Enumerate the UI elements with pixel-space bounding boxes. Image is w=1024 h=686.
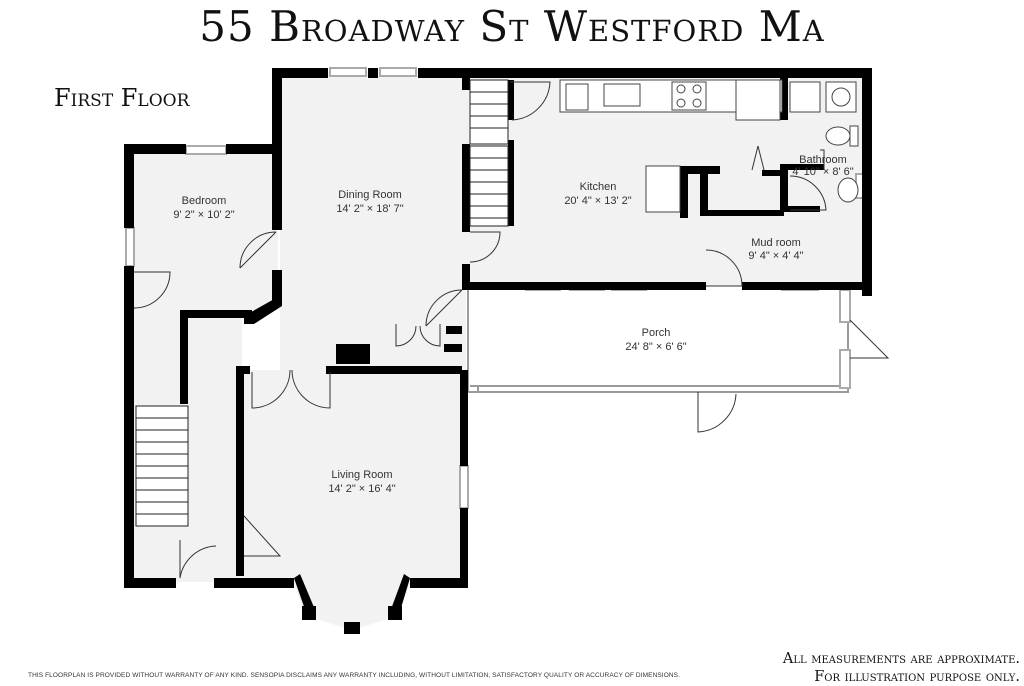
fridge bbox=[735, 79, 781, 121]
measurement-note-line1: All measurements are approximate. bbox=[782, 651, 1020, 667]
measurement-note-line2: For illustration purpose only. bbox=[814, 669, 1020, 685]
stairs-kitchen-lower bbox=[469, 145, 509, 227]
kitchen-dims: 20' 4" × 13' 2" bbox=[564, 195, 631, 207]
dishwasher bbox=[565, 83, 589, 111]
fixtures bbox=[559, 79, 859, 213]
room-labels: Bedroom 9' 2" × 10' 2" Dining Room 14' 2… bbox=[173, 154, 853, 495]
measurement-note: All measurements are approximate. For il… bbox=[783, 650, 1020, 686]
living-floor bbox=[242, 370, 464, 580]
porch-name: Porch bbox=[642, 327, 671, 339]
doors bbox=[133, 81, 890, 579]
bedroom-floor bbox=[130, 150, 278, 310]
porch-outline bbox=[467, 290, 849, 393]
floor-fills bbox=[130, 72, 866, 630]
bathroom-name: Bathroom bbox=[799, 154, 847, 166]
living-dims: 14' 2" × 16' 4" bbox=[328, 483, 395, 495]
kitchen-island bbox=[645, 165, 681, 213]
disclaimer-text: THIS FLOORPLAN IS PROVIDED WITHOUT WARRA… bbox=[28, 672, 680, 679]
sink bbox=[603, 83, 641, 107]
dining-floor bbox=[280, 72, 466, 372]
stove bbox=[671, 81, 707, 111]
mudroom-dims: 9' 4" × 4' 4" bbox=[748, 250, 803, 262]
dining-dims: 14' 2" × 18' 7" bbox=[336, 203, 403, 215]
bathroom-sink bbox=[837, 177, 859, 203]
washer bbox=[789, 81, 821, 113]
mudroom-name: Mud room bbox=[751, 237, 801, 249]
dining-name: Dining Room bbox=[338, 189, 402, 201]
bathroom-dims: 4' 10" × 8' 6" bbox=[792, 166, 853, 178]
bedroom-dims: 9' 2" × 10' 2" bbox=[173, 209, 234, 221]
bedroom-name: Bedroom bbox=[182, 195, 227, 207]
walls bbox=[124, 68, 872, 634]
floor-label: First Floor bbox=[54, 84, 190, 112]
toilet bbox=[825, 126, 851, 146]
living-name: Living Room bbox=[331, 469, 392, 481]
kitchen-name: Kitchen bbox=[580, 181, 617, 193]
plan-title: 55 Broadway St Westford Ma bbox=[199, 2, 825, 51]
stairs-kitchen-upper bbox=[469, 79, 509, 145]
mudroom-floor bbox=[786, 212, 866, 288]
porch-dims: 24' 8" × 6' 6" bbox=[625, 341, 686, 353]
bay-floor bbox=[292, 578, 412, 630]
